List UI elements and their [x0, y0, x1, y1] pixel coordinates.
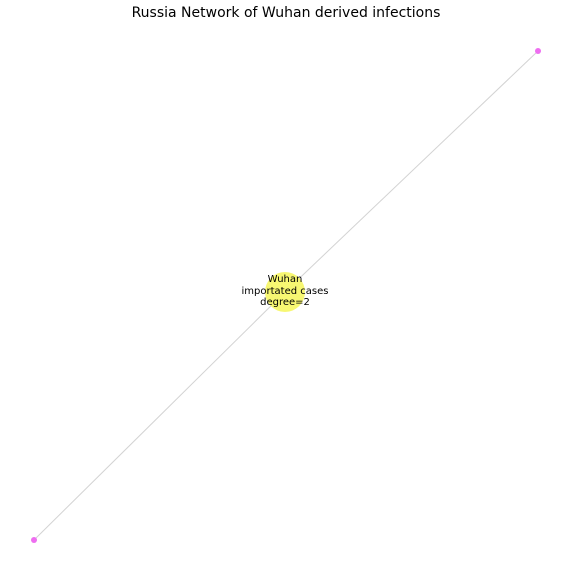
- edge-wuhan-case-1: [284, 50, 539, 293]
- edges-layer: [33, 50, 539, 541]
- wuhan-node-label: Wuhan importated cases degree=2: [225, 274, 345, 309]
- node-case-1: [535, 48, 541, 54]
- node-case-2: [31, 537, 37, 543]
- wuhan-label-line-2: importated cases: [241, 285, 329, 297]
- wuhan-label-line-1: Wuhan: [267, 274, 303, 285]
- edge-wuhan-case-2: [33, 291, 286, 541]
- wuhan-label-line-3: degree=2: [260, 297, 310, 308]
- nodes-layer: [31, 48, 541, 543]
- node-wuhan: [265, 272, 305, 312]
- figure-title: Russia Network of Wuhan derived infectio…: [131, 5, 441, 21]
